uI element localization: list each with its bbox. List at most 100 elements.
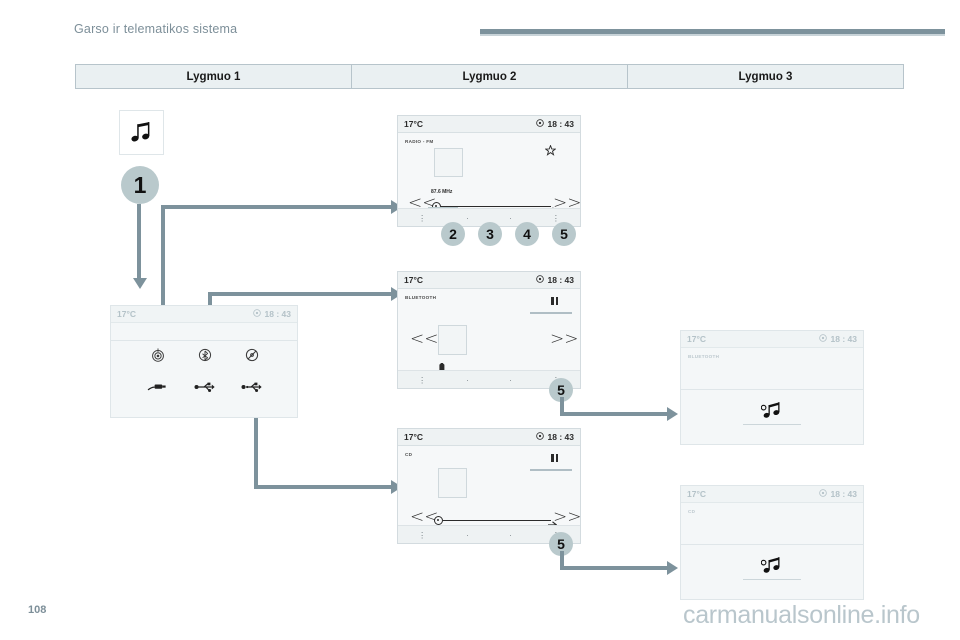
bluetooth-detail-statusbar: 17°C 18 : 43: [681, 331, 863, 348]
menu-icon[interactable]: ⋮: [551, 213, 560, 223]
cd-seek-track[interactable]: [443, 520, 551, 521]
bluetooth-detail-underline: [743, 424, 801, 425]
clock-icon: [252, 309, 261, 319]
page-title: Garso ir telematikos sistema: [74, 22, 238, 36]
fast-forward-icon[interactable]: >>: [553, 193, 581, 213]
bluetooth-detail-source-label: BLUETOOTH: [688, 354, 720, 359]
source-menu-divider: [111, 340, 297, 341]
connector-cd-detail-horizontal: [560, 566, 669, 570]
step-badge-5: 5: [552, 222, 576, 246]
radio-temperature: 17°C: [404, 119, 423, 129]
bluetooth-detail-clock: 18 : 43: [830, 334, 857, 344]
connector-bluetooth-arrowhead: [391, 287, 402, 301]
bluetooth-detail-divider: [681, 389, 863, 390]
watermark: carmanualsonline.info: [683, 601, 920, 629]
source-item-cd[interactable]: [228, 342, 275, 373]
step-badge-3: 3: [478, 222, 502, 246]
music-note-tile[interactable]: [119, 110, 164, 155]
rewind-icon[interactable]: <<: [410, 329, 439, 349]
step-badge-1: 1: [121, 166, 159, 204]
source-item-bluetooth[interactable]: [182, 342, 229, 373]
cd-progress-bar: [530, 469, 572, 471]
connector-to-cd-screen: [254, 485, 393, 489]
radio-clock: 18 : 43: [547, 119, 574, 129]
bluetooth-progress-bar: [530, 312, 572, 314]
connector-cd-arrowhead: [391, 480, 402, 494]
connector-to-radio-screen: [161, 205, 393, 209]
cd-detail-temperature: 17°C: [687, 489, 706, 499]
cd-detail-source-label: CD: [688, 509, 696, 514]
fast-forward-icon[interactable]: >>: [553, 507, 581, 527]
bluetooth-detail-body: BLUETOOTH: [681, 348, 863, 444]
level-column-1: Lygmuo 1: [76, 65, 352, 88]
source-item-usb-1[interactable]: [182, 373, 229, 404]
cd-detail-screen[interactable]: 17°C 18 : 43 CD: [680, 485, 864, 600]
source-menu-temperature: 17°C: [117, 309, 136, 319]
cd-screen[interactable]: 17°C 18 : 43 CD << >>: [397, 428, 581, 544]
dot-icon[interactable]: ·: [466, 530, 469, 540]
bluetooth-detail-temperature: 17°C: [687, 334, 706, 344]
connector-to-bluetooth-screen: [208, 292, 393, 296]
cd-detail-divider: [681, 544, 863, 545]
radio-source-label: RADIO - FM: [405, 139, 434, 144]
radio-seek-track[interactable]: [441, 206, 551, 207]
menu-icon[interactable]: ⋮: [418, 213, 427, 223]
source-menu-screen[interactable]: 17°C 18 : 43: [110, 305, 298, 418]
source-item-usb-2[interactable]: [228, 373, 275, 404]
level-table: Lygmuo 1 Lygmuo 2 Lygmuo 3: [75, 64, 904, 89]
cd-disc-icon: [245, 348, 259, 367]
radio-statusbar: 17°C 18 : 43: [398, 116, 580, 133]
cd-album-art: [438, 468, 467, 498]
dot-icon[interactable]: ·: [509, 530, 512, 540]
clock-icon: [535, 119, 544, 129]
cd-detail-underline: [743, 579, 801, 580]
radio-screen[interactable]: 17°C 18 : 43 RADIO - FM 87.6 MHz << >> ⋮…: [397, 115, 581, 227]
dot-icon[interactable]: ·: [466, 213, 469, 223]
bluetooth-screen[interactable]: 17°C 18 : 43 BLUETOOTH << >> ⋮ · · ⋮: [397, 271, 581, 389]
connector-step1-arrowhead: [133, 278, 147, 289]
dot-icon[interactable]: ·: [509, 213, 512, 223]
header-rule: [480, 29, 945, 34]
star-icon[interactable]: [544, 143, 557, 161]
fast-forward-icon[interactable]: >>: [550, 329, 579, 349]
radio-frequency: 87.6 MHz: [431, 189, 453, 195]
bluetooth-source-label: BLUETOOTH: [405, 295, 437, 300]
page-number: 108: [28, 604, 47, 616]
music-note-icon: [760, 400, 783, 427]
bluetooth-detail-content: [681, 400, 863, 427]
pause-icon[interactable]: [551, 454, 558, 462]
connector-bt-detail-arrowhead: [667, 407, 678, 421]
radio-body: RADIO - FM 87.6 MHz << >> ⋮ · · ⋮: [398, 133, 581, 226]
bluetooth-detail-screen[interactable]: 17°C 18 : 43 BLUETOOTH: [680, 330, 864, 445]
cd-detail-clock: 18 : 43: [830, 489, 857, 499]
menu-icon[interactable]: ⋮: [418, 375, 427, 385]
rewind-icon[interactable]: <<: [410, 507, 439, 527]
clock-icon: [818, 489, 827, 499]
clock-icon: [535, 432, 544, 442]
cd-temperature: 17°C: [404, 432, 423, 442]
cd-seek-knob[interactable]: [434, 516, 443, 525]
connector-step1-vertical: [137, 204, 141, 281]
source-item-aux[interactable]: [135, 373, 182, 404]
source-item-radio[interactable]: [135, 342, 182, 373]
cd-statusbar: 17°C 18 : 43: [398, 429, 580, 446]
step-badge-2: 2: [441, 222, 465, 246]
pause-icon[interactable]: [551, 297, 558, 305]
radio-navbar[interactable]: ⋮ · · ⋮: [398, 208, 580, 226]
dot-icon[interactable]: ·: [509, 375, 512, 385]
connector-cd-detail-arrowhead: [667, 561, 678, 575]
source-icon-grid: [135, 342, 275, 404]
connector-trunk-radio: [161, 205, 165, 365]
bluetooth-body: BLUETOOTH << >> ⋮ · · ⋮: [398, 289, 580, 388]
dot-icon[interactable]: ·: [466, 375, 469, 385]
level-column-2: Lygmuo 2: [352, 65, 628, 88]
bluetooth-icon: [198, 348, 212, 367]
cd-body: CD << >> ⋮: [398, 446, 581, 543]
header-rule-shadow: [480, 34, 945, 36]
source-menu-clock: 18 : 43: [264, 309, 291, 319]
connector-trunk-cd: [254, 371, 258, 489]
cd-source-label: CD: [405, 452, 413, 457]
clock-icon: [535, 275, 544, 285]
menu-icon[interactable]: ⋮: [418, 530, 427, 540]
radio-album-art: [434, 148, 463, 177]
